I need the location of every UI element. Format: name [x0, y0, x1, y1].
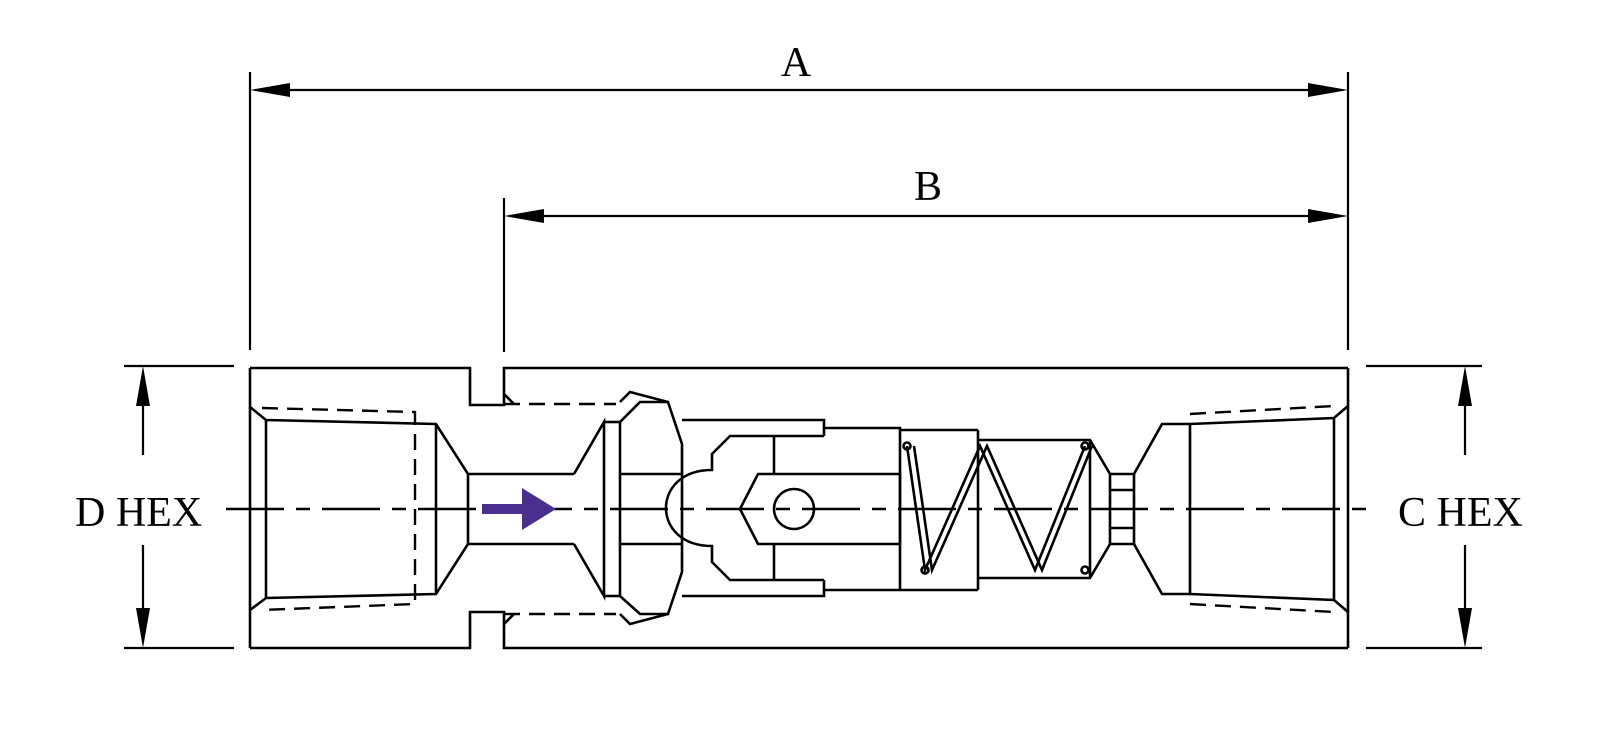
dimension-a-left-arrowhead [250, 83, 290, 97]
dimension-b-label: B [914, 164, 942, 210]
dimension-b-left-arrowhead [504, 209, 544, 223]
dimension-d-hex: D HEX [75, 364, 234, 650]
dimension-c-hex: C HEX [1366, 364, 1523, 650]
dimension-b: B [502, 164, 1348, 352]
valve-body [248, 366, 1350, 650]
dimension-a-right-arrowhead [1308, 83, 1348, 97]
dimension-c-bottom-arrowhead [1458, 608, 1472, 648]
dimension-d-hex-label: D HEX [75, 490, 202, 536]
dimension-b-right-arrowhead [1308, 209, 1348, 223]
dimension-c-top-arrowhead [1458, 366, 1472, 406]
dimension-a: A [248, 40, 1350, 350]
dimension-d-bottom-arrowhead [136, 608, 150, 648]
spring [902, 441, 1094, 575]
flow-direction-arrow-icon [482, 488, 556, 530]
dimension-d-top-arrowhead [136, 366, 150, 406]
dimension-a-label: A [781, 40, 812, 86]
dimension-c-hex-label: C HEX [1398, 490, 1523, 536]
